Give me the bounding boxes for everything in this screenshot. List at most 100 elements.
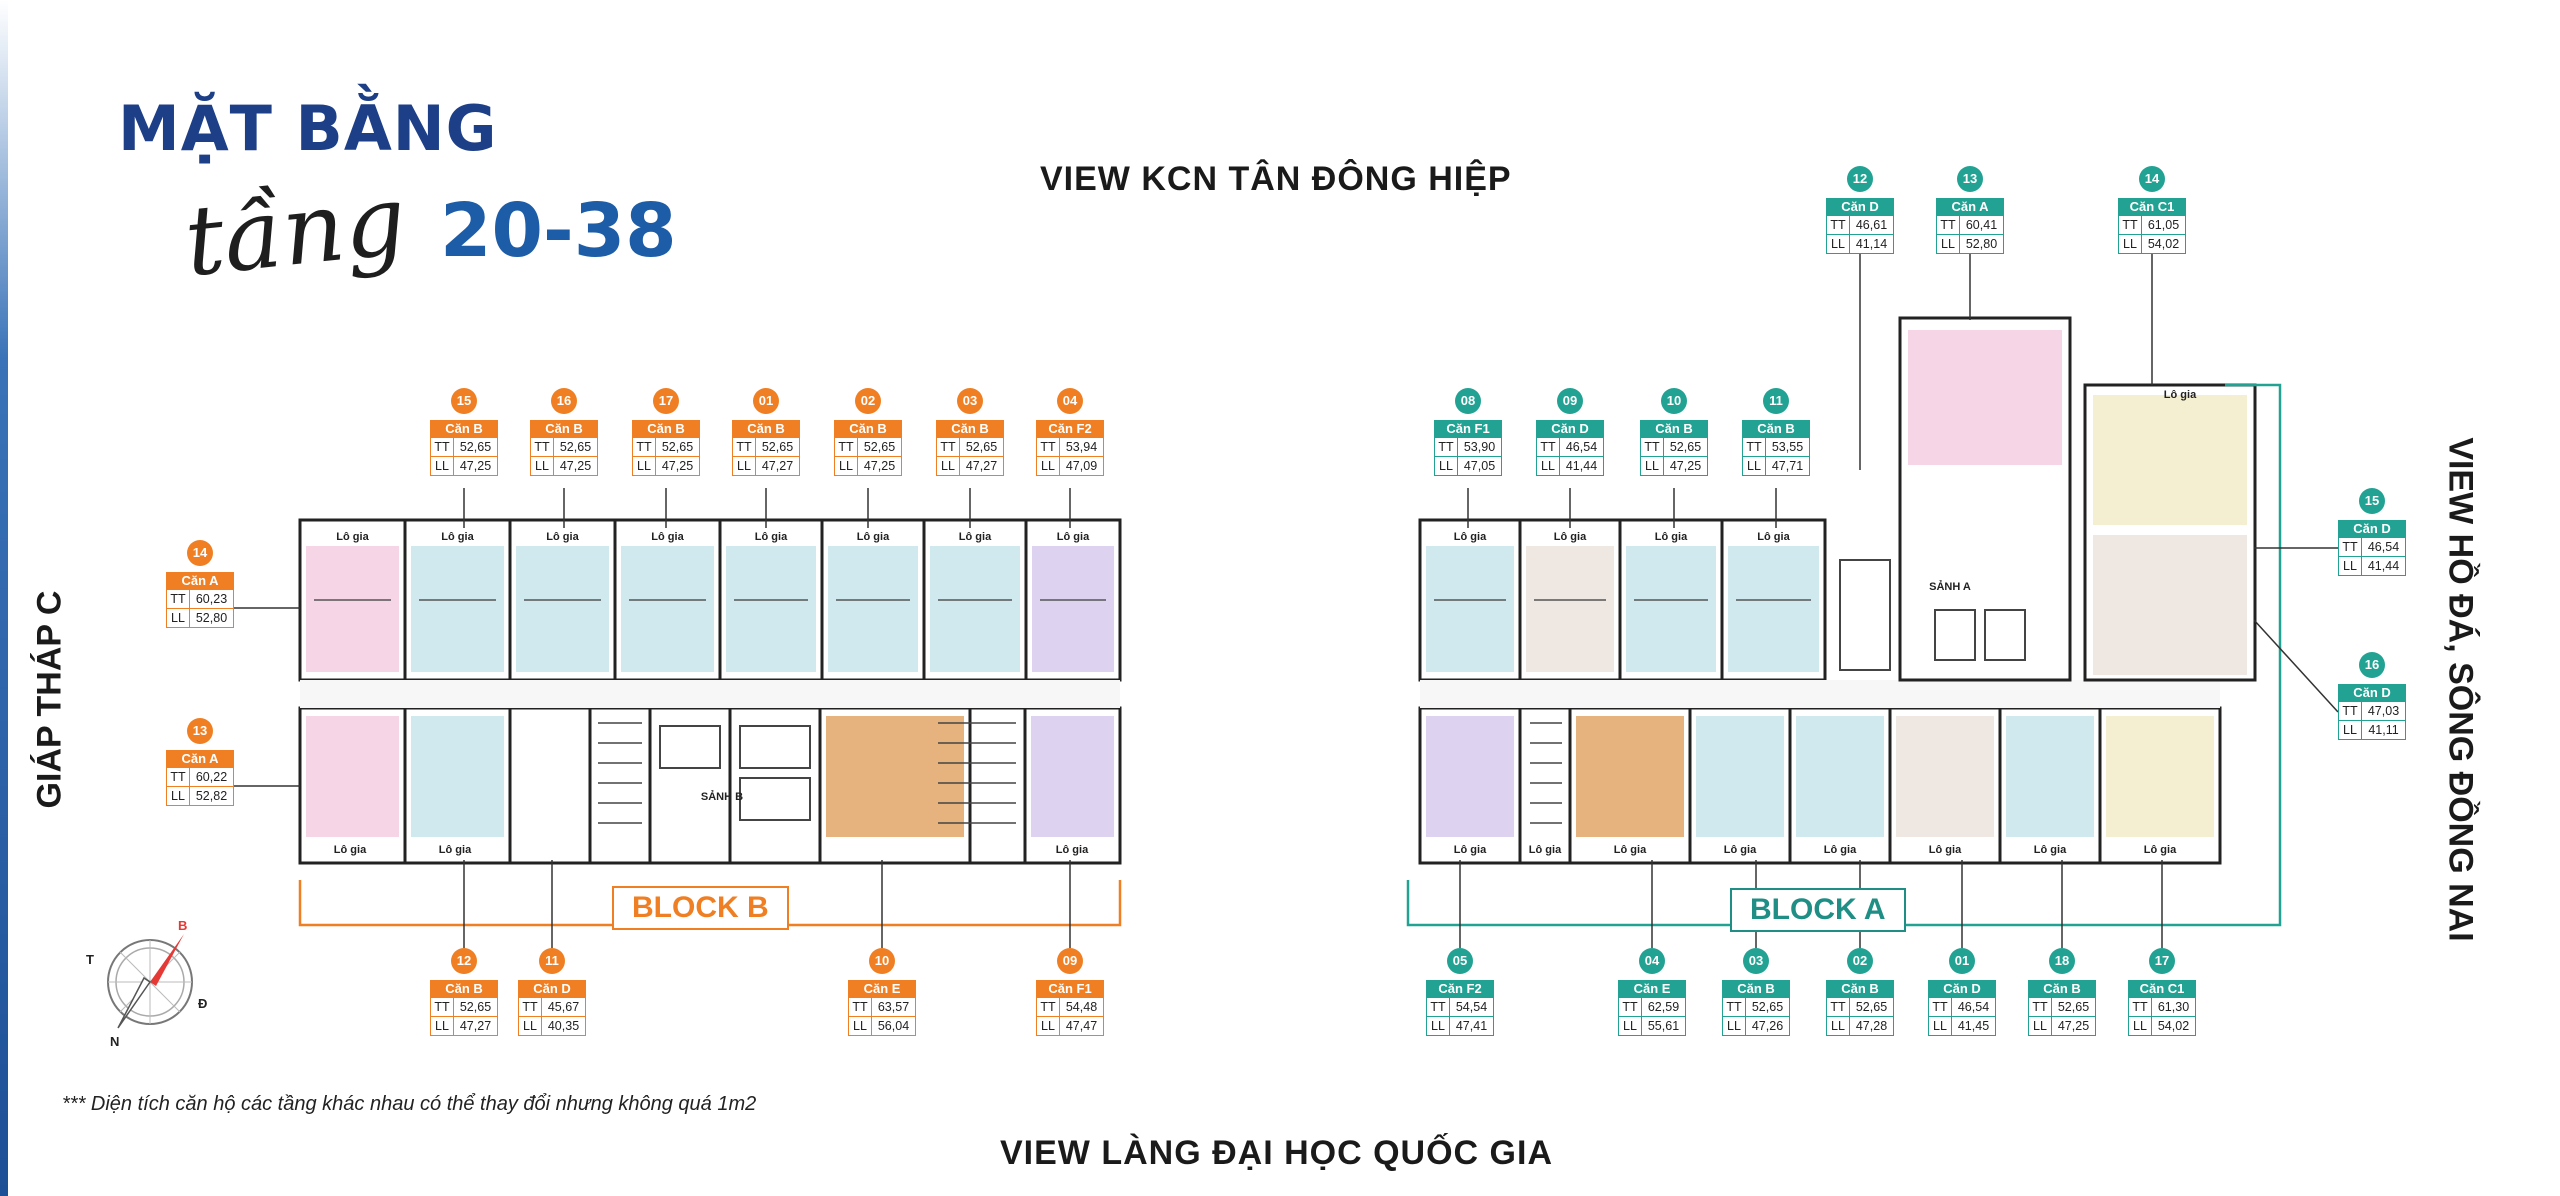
unit-type: Căn D xyxy=(518,980,586,998)
ll-key: LL xyxy=(2339,557,2362,575)
ll-value: 55,61 xyxy=(1647,1019,1680,1033)
block-a-loggia-label: Lô gia xyxy=(1724,844,1757,856)
block-a-loggia-label: Lô gia xyxy=(2144,844,2177,856)
block-b-unit-fill xyxy=(621,546,714,672)
tt-value: 52,65 xyxy=(863,440,896,454)
ll-key: LL xyxy=(733,457,756,475)
view-bottom-label: VIEW LÀNG ĐẠI HỌC QUỐC GIA xyxy=(1000,1134,1553,1172)
tt-key: TT xyxy=(431,998,454,1016)
ll-value: 47,25 xyxy=(661,459,694,473)
unit-type: Căn D xyxy=(1928,980,1996,998)
ll-key: LL xyxy=(633,457,656,475)
block-a-unit-fill xyxy=(1426,546,1514,672)
ll-key: LL xyxy=(1537,457,1560,475)
block-b-unit-fill xyxy=(516,716,584,837)
tt-key: TT xyxy=(431,438,454,456)
tt-value: 63,57 xyxy=(877,1000,910,1014)
unit-ll-row: LL 41,14 xyxy=(1826,235,1894,254)
compass-letter-d: Đ xyxy=(198,996,207,1011)
unit-number: 12 xyxy=(1847,166,1873,192)
ll-value: 41,44 xyxy=(1565,459,1598,473)
block-b-loggia-label: Lô gia xyxy=(755,531,788,543)
tt-value: 52,65 xyxy=(559,440,592,454)
tt-value: 46,54 xyxy=(1565,440,1598,454)
unit-ll-row: LL 41,44 xyxy=(1536,457,1604,476)
tt-key: TT xyxy=(2029,998,2052,1016)
ll-value: 47,41 xyxy=(1455,1019,1488,1033)
ll-key: LL xyxy=(431,457,454,475)
tt-value: 60,22 xyxy=(195,770,228,784)
tt-key: TT xyxy=(1037,998,1060,1016)
unit-number: 18 xyxy=(2049,948,2075,974)
unit-number: 08 xyxy=(1455,388,1481,414)
tt-value: 47,03 xyxy=(2367,704,2400,718)
block-b-unit-fill xyxy=(516,546,609,672)
block-a-loggia-label: Lô gia xyxy=(1454,531,1487,543)
ll-key: LL xyxy=(1827,235,1850,253)
tt-key: TT xyxy=(1435,438,1458,456)
block-b-unit-fill xyxy=(828,546,918,672)
tt-key: TT xyxy=(531,438,554,456)
ll-value: 41,11 xyxy=(2368,723,2399,737)
unit-type: Căn B xyxy=(1826,980,1894,998)
block-b-unit-fill xyxy=(1031,716,1114,837)
ll-key: LL xyxy=(835,457,858,475)
ll-value: 47,71 xyxy=(1771,459,1804,473)
unit-type: Căn F2 xyxy=(1426,980,1494,998)
unit-type: Căn D xyxy=(1826,198,1894,216)
unit-type: Căn B xyxy=(2028,980,2096,998)
ll-key: LL xyxy=(937,457,960,475)
tt-key: TT xyxy=(1037,438,1060,456)
ll-value: 54,02 xyxy=(2157,1019,2190,1033)
tt-value: 52,65 xyxy=(761,440,794,454)
tt-key: TT xyxy=(2339,702,2362,720)
ll-key: LL xyxy=(167,787,190,805)
block-a-loggia-label: Lô gia xyxy=(1554,531,1587,543)
unit-number: 04 xyxy=(1057,388,1083,414)
unit-number: 17 xyxy=(653,388,679,414)
block-a-unit-fill xyxy=(1426,716,1514,837)
unit-type: Căn B xyxy=(936,420,1004,438)
tt-key: TT xyxy=(167,590,190,608)
block-a-loggia-label: Lô gia xyxy=(2034,844,2067,856)
ll-key: LL xyxy=(849,1017,872,1035)
ll-key: LL xyxy=(1929,1017,1952,1035)
ll-key: LL xyxy=(2119,235,2142,253)
unit-type: Căn B xyxy=(1742,420,1810,438)
ll-value: 41,14 xyxy=(1855,237,1888,251)
tt-key: TT xyxy=(2119,216,2142,234)
tt-value: 46,54 xyxy=(2367,540,2400,554)
unit-type: Căn B xyxy=(430,420,498,438)
ll-key: LL xyxy=(1037,457,1060,475)
block-b-loggia-label: Lô gia xyxy=(334,844,367,856)
tt-value: 52,65 xyxy=(459,440,492,454)
unit-type: Căn B xyxy=(530,420,598,438)
tt-key: TT xyxy=(2129,998,2152,1016)
